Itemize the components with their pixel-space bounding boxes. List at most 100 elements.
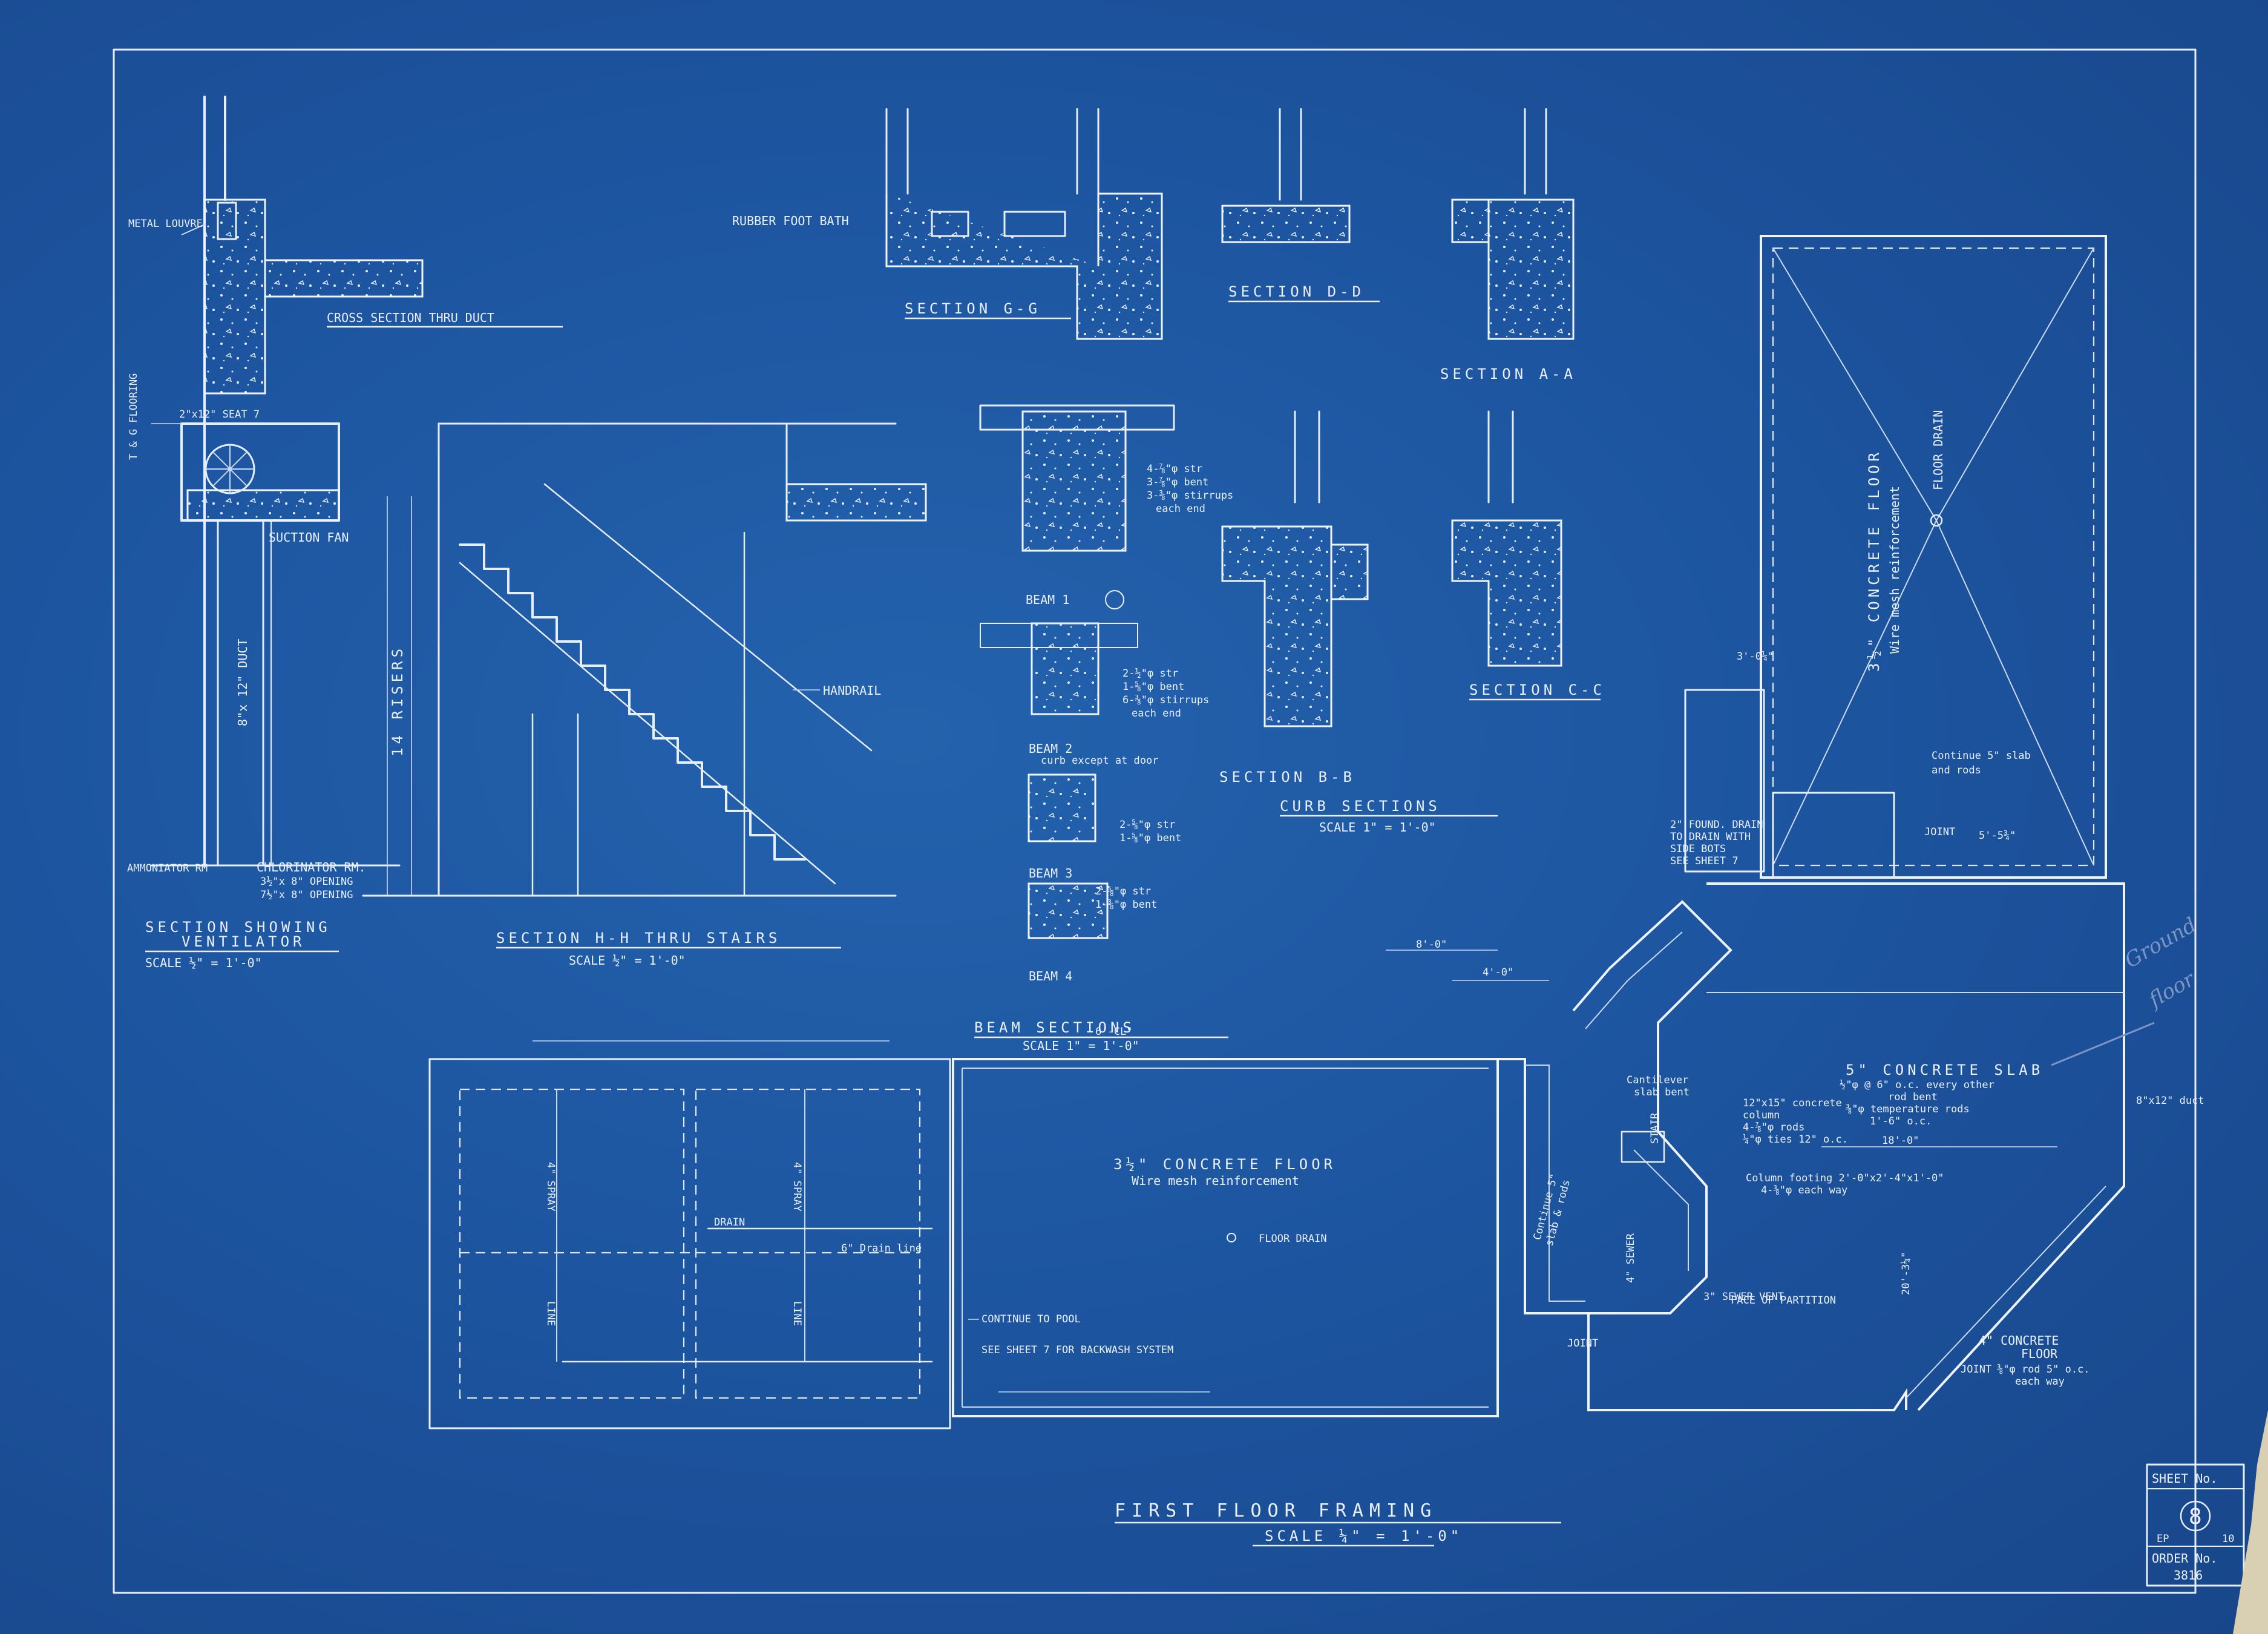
torn-corner — [2233, 1410, 2268, 1634]
beam1-label: BEAM 1 — [1026, 592, 1069, 607]
section-bb-title: SECTION B-B — [1219, 769, 1355, 786]
joint-label-right: JOINT — [1961, 1363, 1991, 1376]
wire-mesh-center: Wire mesh reinforcement — [1132, 1173, 1299, 1188]
first-floor-framing-title: FIRST FLOOR FRAMING — [1115, 1500, 1437, 1521]
section-ventilator-title-2: VENTILATOR — [182, 933, 306, 950]
first-floor-scale: SCALE ¼" = 1'-0" — [1265, 1527, 1463, 1544]
wire-mesh-right: Wire mesh reinforcement — [1887, 486, 1902, 654]
concrete-floor-4-1: 4" CONCRETE — [1979, 1333, 2059, 1348]
rod-note-2: each way — [2015, 1376, 2065, 1388]
section-gg-title: SECTION G-G — [905, 300, 1041, 317]
beam2-note-4: each end — [1132, 707, 1181, 720]
rubber-foot-bath-label: RUBBER FOOT BATH — [732, 214, 849, 228]
beam1-note-4: each end — [1156, 503, 1205, 515]
found-drain-1: 2" FOUND. DRAIN — [1670, 819, 1763, 831]
spray-label-1: 4" SPRAY — [545, 1162, 557, 1212]
duct-right-label: 8"x12" duct — [2136, 1095, 2204, 1107]
dim-20-3: 20'-3¼" — [1900, 1252, 1912, 1295]
and-rods-label: and rods — [1932, 764, 1981, 776]
beam1-note-1: 4-⅞"φ str — [1147, 463, 1202, 475]
beam3-note-1: 2-⅝"φ str — [1119, 819, 1175, 831]
beam2-note-3: 6-⅜"φ stirrups — [1123, 694, 1209, 706]
beam3-note-2: 1-⅝"φ bent — [1119, 832, 1181, 844]
chlorinator-label: CHLORINATOR RM. — [257, 860, 366, 874]
pencil-note-1: Ground — [2121, 913, 2201, 973]
beam2-note-2: 1-⅝"φ bent — [1123, 681, 1184, 693]
duct-label: 8"x 12" DUCT — [235, 639, 250, 727]
dim-18-0: 18'-0" — [1882, 1135, 1919, 1147]
section-aa-title: SECTION A-A — [1440, 366, 1576, 382]
curb-note: curb except at door — [1041, 755, 1158, 767]
continue-pool-label: CONTINUE TO POOL — [982, 1313, 1081, 1325]
sheet-border — [113, 48, 2197, 1594]
cantilever-1: Cantilever — [1627, 1074, 1688, 1086]
found-drain-2: TO DRAIN WITH — [1670, 831, 1751, 843]
concrete-floor-right: 3½" CONCRETE FLOOR — [1866, 449, 1883, 672]
section-hh-title: SECTION H-H THRU STAIRS — [496, 930, 781, 947]
drain-label: DRAIN — [714, 1216, 745, 1229]
section-gg: RUBBER FOOT BATH SECTION G-G — [732, 108, 1163, 340]
rod-note-1: ⅜"φ rod 5" o.c. — [1997, 1363, 2090, 1376]
joint-label-top: JOINT — [1924, 826, 1955, 838]
floor-drain-right: FLOOR DRAIN — [1931, 410, 1945, 490]
column-footing-2: 4-⅜"φ each way — [1761, 1184, 1847, 1196]
dim-8-0: 8'-0" — [1416, 939, 1447, 951]
spray-label-2: 4" SPRAY — [791, 1162, 803, 1212]
column-footing-1: Column footing 2'-0"x2'-4"x1'-0" — [1746, 1172, 1944, 1184]
opening2-label: 7½"x 8" OPENING — [260, 889, 353, 901]
section-dd: SECTION D-D — [1221, 108, 1380, 303]
ventilator-section: METAL LOUVRE CROSS SECTION THRU DUCT 2"x… — [127, 96, 563, 970]
dim-5-5: 5'-5¾" — [1979, 830, 2016, 842]
sewer-vent-label: 3" SEWER VENT — [1703, 1291, 1784, 1303]
continue-slab-label: Continue 5" slab — [1932, 750, 2031, 762]
metal-louvre-label: METAL LOUVRE — [128, 218, 203, 230]
dim-4-0: 4'-0" — [1483, 966, 1513, 979]
beam3-label: BEAM 3 — [1029, 866, 1072, 881]
drain-line-label: 6" Drain line — [841, 1242, 922, 1255]
beam1-note-3: 3-⅜"φ stirrups — [1147, 490, 1233, 502]
slab-note-1: ½"φ @ 6" o.c. every other — [1840, 1079, 1994, 1091]
beam-sections-scale: SCALE 1" = 1'-0" — [1023, 1038, 1139, 1053]
beam2-label: BEAM 2 — [1029, 741, 1072, 756]
slab-note-3: ⅜"φ temperature rods — [1846, 1103, 1970, 1115]
pencil-note-2: floor — [2143, 966, 2200, 1013]
dim-6-cl: 6'-CL" — [1095, 1026, 1132, 1038]
beam2-note-1: 2-½"φ str — [1123, 668, 1178, 680]
beam-sections: BEAM 1 4-⅞"φ str 3-⅞"φ bent 3-⅜"φ stirru… — [974, 404, 1233, 1053]
risers-label: 14 RISERS — [389, 645, 406, 756]
cross-section-duct-title: CROSS SECTION THRU DUCT — [327, 310, 494, 325]
order-no: 3816 — [2174, 1568, 2203, 1583]
floor-drain-center: FLOOR DRAIN — [1259, 1233, 1327, 1245]
stair-label: STAIR — [1649, 1112, 1661, 1144]
seat-label: 2"x12" SEAT 7 — [179, 408, 260, 421]
column-note-3: 4-⅞"φ rods — [1743, 1121, 1804, 1134]
floor-plan: 4" SPRAY 4" SPRAY LINE LINE DRAIN 6" Dra… — [428, 235, 2204, 1547]
slab-note-4: 1'-6" o.c. — [1870, 1115, 1932, 1127]
column-note-1: 12"x15" concrete — [1743, 1097, 1842, 1109]
beam-sections-title: BEAM SECTIONS — [974, 1019, 1135, 1036]
section-ventilator-title-1: SECTION SHOWING — [145, 919, 331, 936]
beam4-note-2: 1-⅜"φ bent — [1095, 899, 1157, 911]
handrail-label: HANDRAIL — [823, 683, 881, 698]
section-hh-scale: SCALE ½" = 1'-0" — [569, 953, 686, 968]
backwash-label: SEE SHEET 7 FOR BACKWASH SYSTEM — [982, 1344, 1173, 1356]
curb-sections-title: CURB SECTIONS — [1280, 798, 1441, 815]
dim-3-0: 3'-0¼" — [1737, 651, 1774, 663]
concrete-floor-4-2: FLOOR — [2021, 1347, 2058, 1361]
sheet-of: 10 — [2222, 1533, 2234, 1545]
beam1-note-2: 3-⅞"φ bent — [1147, 476, 1208, 488]
beam4-label: BEAM 4 — [1029, 969, 1072, 983]
beam4-note-1: 2-⅝"φ str — [1095, 885, 1151, 897]
section-dd-title: SECTION D-D — [1228, 283, 1365, 300]
joint-label-left: JOINT — [1567, 1337, 1598, 1350]
sewer-label: 4" SEWER — [1625, 1233, 1637, 1283]
line-label-1: LINE — [545, 1301, 557, 1326]
order-no-label: ORDER No. — [2152, 1551, 2217, 1566]
found-drain-4: SEE SHEET 7 — [1670, 855, 1739, 867]
pencil-note: Ground floor — [2051, 913, 2201, 1066]
column-note-2: column — [1743, 1109, 1780, 1121]
face-partition-label: FACE OF PARTITION — [1731, 1294, 1836, 1307]
sheet-no: 8 — [2189, 1504, 2202, 1529]
